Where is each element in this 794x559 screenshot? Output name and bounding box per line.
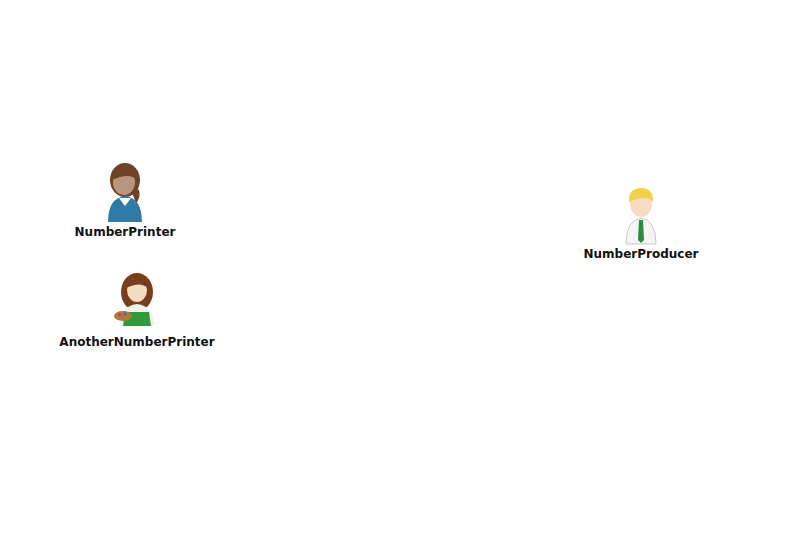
person-icon — [114, 273, 154, 326]
person-icon — [616, 182, 666, 246]
actor-name: AnotherNumberPrinter — [59, 335, 214, 349]
person-icon — [626, 188, 656, 244]
shirt — [626, 218, 656, 244]
tie — [638, 220, 644, 243]
person-icon — [112, 270, 162, 334]
fringe — [126, 277, 148, 288]
paint — [124, 313, 127, 316]
shirt — [120, 304, 154, 326]
hair — [629, 188, 653, 202]
actor-node: AnotherNumberPrinter — [59, 270, 214, 349]
collar — [119, 198, 131, 206]
person-icon — [100, 160, 150, 224]
paint — [119, 314, 122, 317]
person-icon — [108, 163, 142, 222]
body — [108, 196, 142, 222]
actor-name: NumberProducer — [584, 247, 699, 261]
palette — [114, 311, 132, 321]
actor-node: NumberProducer — [584, 182, 699, 261]
fringe — [112, 168, 137, 180]
actor-name: NumberPrinter — [75, 225, 176, 239]
actor-node: NumberPrinter — [75, 160, 176, 239]
